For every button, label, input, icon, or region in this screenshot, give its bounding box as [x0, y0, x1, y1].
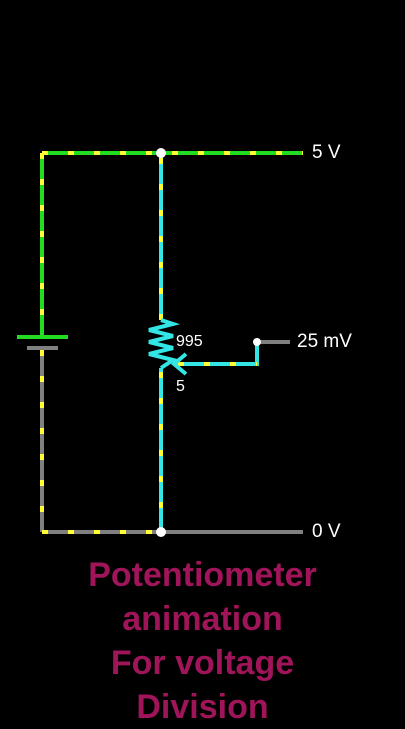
wiper-wire	[170, 342, 259, 376]
battery-icon	[17, 335, 68, 350]
wiper-output-label: 25 mV	[297, 331, 352, 352]
bottom-rail-label: 0 V	[312, 521, 341, 542]
caption-line-2: animation	[122, 600, 283, 638]
caption-line-1: Potentiometer	[88, 556, 317, 594]
potentiometer-icon	[148, 318, 181, 370]
bottom-junction-node	[156, 527, 166, 537]
pot-upper-value: 995	[176, 333, 203, 350]
pot-lower-value: 5	[176, 378, 185, 395]
top-junction-node	[156, 148, 166, 158]
output-wire	[253, 338, 290, 346]
caption: Potentiometer animation For voltage Divi…	[0, 553, 405, 729]
top-rail-label: 5 V	[312, 142, 341, 163]
caption-line-3: For voltage	[110, 644, 295, 682]
caption-line-4: Division	[136, 688, 269, 726]
